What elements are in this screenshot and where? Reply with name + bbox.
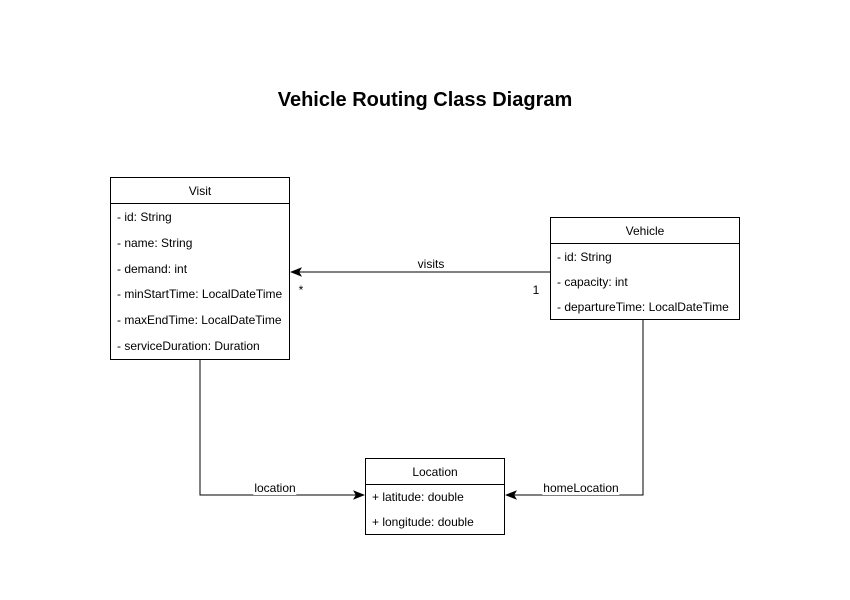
class-attributes-vehicle: - id: String - capacity: int - departure… (551, 244, 739, 319)
edge-vehicle-home-location (505, 320, 644, 500)
edge-label-visits: visits (416, 257, 446, 271)
edge-label-location: location (253, 481, 297, 495)
edge-visit-location (199, 360, 365, 500)
arrowhead-visits (290, 267, 302, 277)
class-attributes-location: + latitude: double + longitude: double (366, 485, 504, 534)
attribute-row: - name: String (117, 235, 193, 250)
class-node-vehicle[interactable]: Vehicle - id: String - capacity: int - d… (550, 217, 740, 320)
attribute-row: - departureTime: LocalDateTime (557, 299, 729, 314)
diagram-title: Vehicle Routing Class Diagram (277, 89, 573, 111)
edge-vehicle-visits (290, 267, 550, 277)
class-attributes-visit: - id: String - name: String - demand: in… (111, 204, 289, 359)
attribute-row: - serviceDuration: Duration (117, 339, 260, 354)
class-name-location: Location (366, 459, 504, 485)
multiplicity-visits-many: * (297, 283, 305, 297)
attribute-row: - id: String (557, 249, 612, 264)
attribute-row: + latitude: double (372, 490, 464, 505)
class-name-visit: Visit (111, 178, 289, 204)
multiplicity-visits-one: 1 (531, 283, 541, 297)
attribute-row: - demand: int (117, 261, 188, 276)
attribute-row: - id: String (117, 209, 172, 224)
attribute-row: - capacity: int (557, 274, 628, 289)
attribute-row: - minStartTime: LocalDateTime (117, 287, 283, 302)
attribute-row: + longitude: double (372, 514, 474, 529)
edge-label-home-location: homeLocation (542, 481, 620, 495)
class-node-location[interactable]: Location + latitude: double + longitude:… (365, 458, 505, 535)
arrowhead-location (353, 490, 365, 500)
class-name-vehicle: Vehicle (551, 218, 739, 244)
class-node-visit[interactable]: Visit - id: String - name: String - dema… (110, 177, 290, 360)
attribute-row: - maxEndTime: LocalDateTime (117, 313, 282, 328)
arrowhead-home-location (505, 490, 517, 500)
